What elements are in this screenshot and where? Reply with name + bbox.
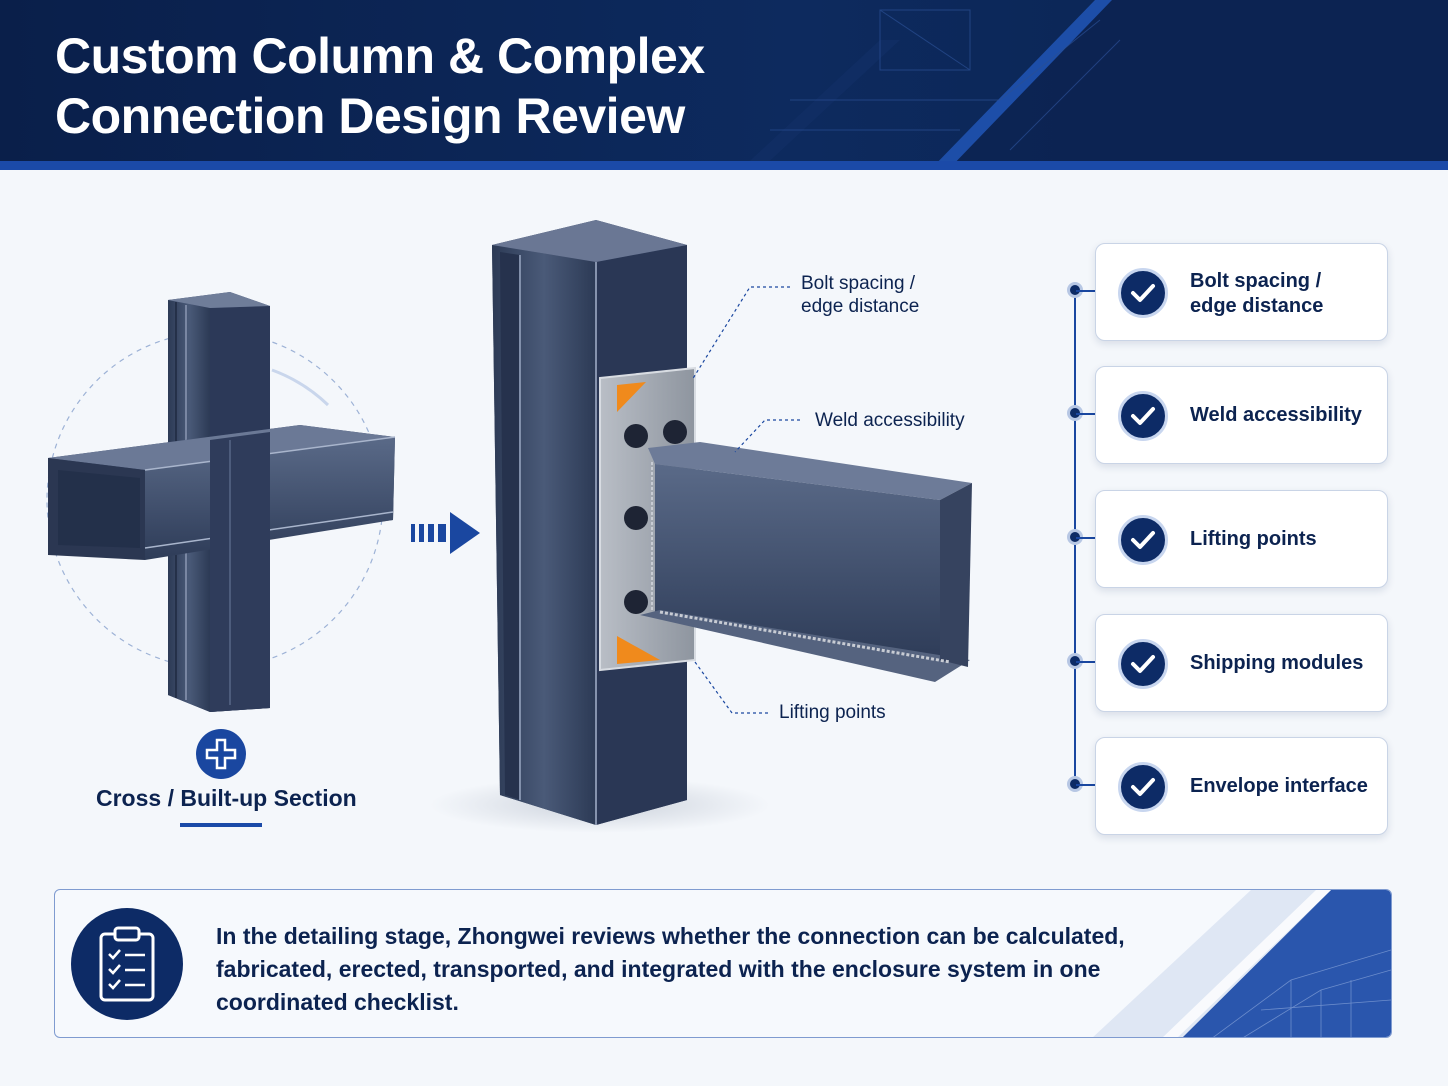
summary-decoration (1093, 890, 1391, 1037)
clipboard-checklist-icon (71, 908, 183, 1020)
checklist-item-bolt-spacing: Bolt spacing / edge distance (1095, 243, 1388, 341)
checklist-item-envelope-interface: Envelope interface (1095, 737, 1388, 835)
checklist-item-lifting-points: Lifting points (1095, 490, 1388, 588)
cross-section-model (46, 292, 396, 712)
checklist-dot-link (1076, 661, 1095, 663)
checklist-label: Shipping modules (1190, 652, 1364, 674)
header-stripe (0, 161, 1448, 170)
checklist-label: Weld accessibility (1190, 404, 1362, 426)
checklist-dot-link (1076, 413, 1095, 415)
check-circle-icon (1118, 762, 1168, 812)
checklist-label-line-1: Bolt spacing / (1190, 270, 1322, 292)
header-banner: Custom Column & Complex Connection Desig… (0, 0, 1448, 170)
callout-weld-accessibility: Weld accessibility (815, 410, 965, 431)
checklist-label-line-2: edge distance (1190, 295, 1324, 317)
checklist-dot-link (1076, 784, 1095, 786)
checklist-dot-link (1076, 537, 1095, 539)
checklist-dot-link (1076, 290, 1095, 292)
checklist-item-shipping-modules: Shipping modules (1095, 614, 1388, 712)
checklist-label: Bolt spacing / edge distance (1190, 269, 1377, 319)
checklist-item-weld-accessibility: Weld accessibility (1095, 366, 1388, 464)
callout-bolt-spacing: Bolt spacing / edge distance (801, 272, 919, 318)
checklist-label: Lifting points (1190, 528, 1317, 550)
callout-lifting-points: Lifting points (779, 702, 886, 723)
check-circle-icon (1118, 268, 1168, 318)
summary-text: In the detailing stage, Zhongwei reviews… (216, 923, 1125, 1015)
title-line-2: Connection Design Review (55, 88, 685, 144)
plus-icon (196, 729, 246, 779)
callout-bolt-line-1: Bolt spacing / (801, 273, 916, 294)
title-line-1: Custom Column & Complex (55, 28, 705, 84)
cross-section-caption: Cross / Built-up Section (96, 785, 357, 811)
callout-bolt-line-2: edge distance (801, 296, 920, 317)
checklist-label: Envelope interface (1190, 775, 1368, 797)
page-title: Custom Column & Complex Connection Desig… (55, 26, 705, 146)
check-circle-icon (1118, 515, 1168, 565)
connection-illustration (46, 220, 972, 833)
callout-leaders (691, 286, 800, 714)
check-circle-icon (1118, 639, 1168, 689)
summary-box: In the detailing stage, Zhongwei reviews… (54, 889, 1392, 1038)
caption-underline (180, 823, 262, 827)
column-beam-connection-model (430, 220, 972, 833)
header-decoration (740, 0, 1448, 170)
arrow-right-icon (411, 512, 480, 554)
check-circle-icon (1118, 391, 1168, 441)
